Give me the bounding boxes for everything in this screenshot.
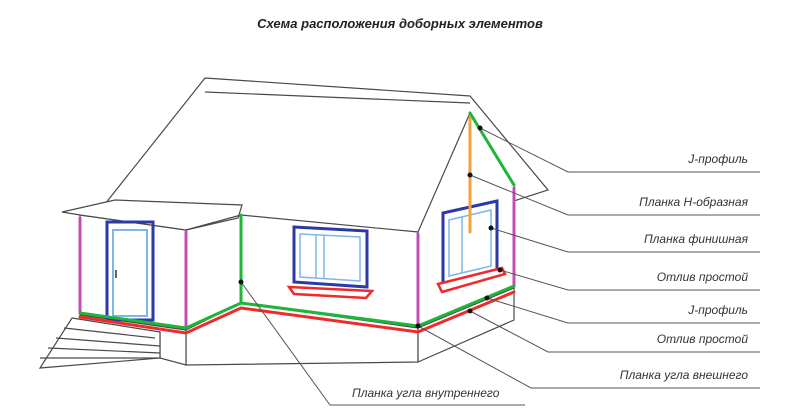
leader-lines [240, 127, 760, 406]
pointer-dot [477, 125, 483, 131]
step-line [55, 337, 161, 347]
roof-ridge [204, 91, 471, 104]
front-window-glass [299, 233, 361, 282]
front-window-drip [286, 285, 375, 300]
pointer-dot [484, 295, 490, 301]
pointer-dot [238, 279, 244, 285]
step-line [47, 347, 161, 354]
label-j-profile-base: J-профиль [688, 303, 748, 317]
pointer-dots [238, 125, 503, 329]
front-window [286, 225, 375, 300]
base-drip [78, 290, 516, 335]
j-profile-gable [468, 111, 516, 187]
side-window-drip [436, 266, 507, 294]
label-drip-base: Отлив простой [656, 332, 748, 346]
pointer-dot [467, 172, 473, 178]
diagram-title: Схема расположения доборных элементов [257, 16, 543, 31]
pointer-dot [497, 267, 503, 273]
porch-roof-edge [185, 214, 242, 231]
side-window [436, 199, 507, 294]
pointer-dot [488, 225, 494, 231]
label-drip-window: Отлив простой [656, 270, 748, 284]
label-j-profile-top: J-профиль [688, 152, 748, 166]
leader-outer-corner [417, 325, 760, 389]
leader-j-profile-top [479, 127, 760, 173]
porch-roof [61, 199, 243, 231]
leader-h-strip [469, 174, 760, 216]
leader-inner-corner [240, 281, 525, 406]
label-outer-corner: Планка угла внешнего [619, 368, 748, 382]
label-finish-strip: Планка финишная [643, 232, 748, 246]
leader-drip-window [499, 269, 760, 291]
leader-j-profile-base [486, 297, 760, 324]
label-inner-corner: Планка угла внутреннего [352, 386, 500, 400]
side-window-glass [448, 209, 492, 277]
label-h-strip: Планка Н-образная [639, 195, 748, 209]
leader-finish-strip [490, 227, 760, 253]
door-leaf [112, 229, 148, 317]
trim-elements [78, 111, 516, 335]
pointer-dot [467, 308, 473, 314]
porch-wall [79, 214, 187, 331]
step-line [63, 327, 156, 339]
j-profile-base [78, 284, 516, 330]
front-window-frame [292, 225, 369, 289]
leader-drip-base [469, 310, 760, 353]
pointer-dot [415, 323, 421, 329]
foundation-side [417, 287, 515, 363]
